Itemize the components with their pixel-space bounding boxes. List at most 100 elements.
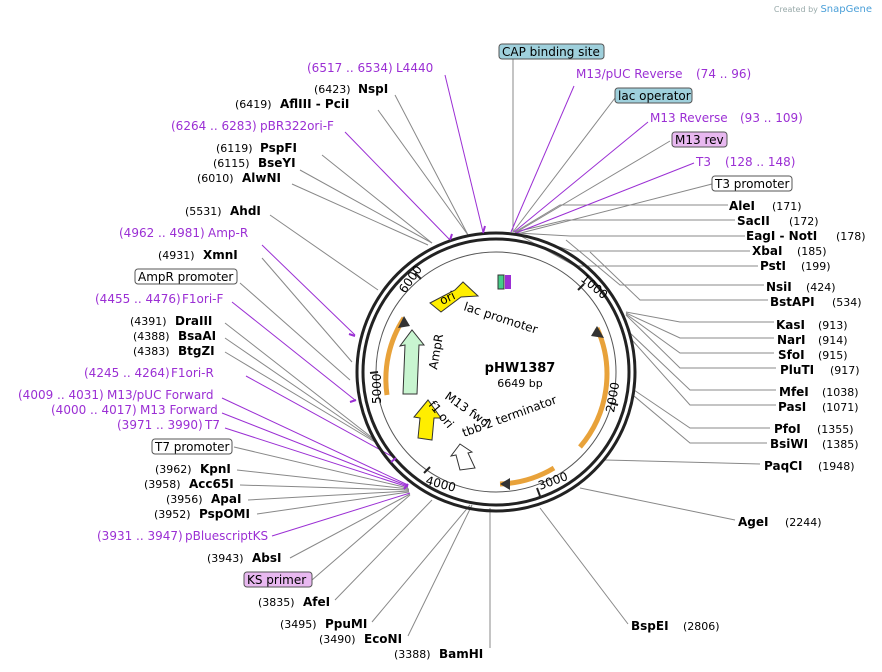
pos-afei: (3835): [258, 596, 295, 609]
pos-bstapi: (534): [832, 296, 862, 309]
ori-label: ori: [437, 288, 457, 307]
feature-m13-forward: M13 Forward: [140, 403, 218, 417]
primer-ticks: [348, 225, 486, 490]
enzyme-bamhi: BamHI: [439, 647, 483, 661]
feature-f1ori-f: F1ori-F: [182, 292, 223, 306]
pos-alei: (171): [772, 200, 802, 213]
ampr-promoter-box: [134, 268, 238, 285]
backbone-outer-ring: [355, 231, 637, 513]
cap-binding-box: [498, 43, 605, 60]
feature-ampr-promoter: AmpR promoter: [138, 270, 233, 284]
cap-binding-label: CAP binding site: [502, 45, 600, 59]
enzyme-paqci: PaqCI: [764, 459, 802, 473]
enzyme-kpni: KpnI: [200, 462, 231, 476]
feature-t7: T7: [204, 418, 220, 432]
pos-pfoi: (1355): [817, 423, 854, 436]
right-labels: AleI (171) SacII (172) EagI - NotI (178)…: [631, 199, 866, 633]
ori-arrow: [429, 281, 480, 313]
credit: Created by SnapGene: [774, 4, 872, 15]
enzyme-alei: AleI: [729, 199, 755, 213]
pos-pspomi: (3952): [154, 508, 191, 521]
pos-absi: (3943): [207, 552, 244, 565]
enzyme-econi: EcoNI: [364, 632, 402, 646]
t3-promoter-box: [711, 175, 793, 192]
tick-5000: 5000: [370, 373, 384, 404]
pos-m13-forward: (4000 .. 4017): [51, 403, 137, 417]
f1-ori-arrow: [413, 399, 442, 441]
pos-bseyi: (6115): [213, 157, 250, 170]
feature-amp-r: Amp-R: [208, 226, 248, 240]
pos-amp-r: (4962 .. 4981): [119, 226, 205, 240]
feature-m13-puc-forward: M13/pUC Forward: [107, 388, 214, 402]
pos-kpni: (3962): [155, 463, 192, 476]
enzyme-nari: NarI: [777, 333, 806, 347]
pos-afliii: (6419): [235, 98, 272, 111]
enzyme-xbai: XbaI: [752, 244, 782, 258]
pos-xbai: (185): [797, 245, 827, 258]
enzyme-agei: AgeI: [738, 515, 768, 529]
t3-promoter-label: T3 promoter: [714, 177, 790, 191]
m13-rev-box: [671, 131, 728, 148]
enzyme-pfoi: PfoI: [774, 422, 801, 436]
enzyme-psti: PstI: [760, 259, 786, 273]
ks-primer-box: [243, 571, 313, 588]
pos-nari: (914): [818, 334, 848, 347]
tbb2-terminator-arrow: [449, 443, 476, 471]
plasmid-name: pHW1387: [485, 361, 556, 376]
pos-eagi-noti: (178): [836, 230, 866, 243]
pos-bamhi: (3388): [394, 648, 431, 661]
enzyme-pluti: PluTI: [780, 363, 814, 377]
lac-operator-label: lac operator: [618, 89, 691, 103]
pos-xmni: (4931): [158, 249, 195, 262]
pos-l4440: (6517 .. 6534): [307, 61, 393, 75]
enzyme-afliii-pcii: AflIII - PciI: [280, 97, 349, 111]
pos-nsii: (424): [806, 281, 836, 294]
ampr-arrow: [398, 329, 426, 395]
enzyme-mfei: MfeI: [779, 385, 809, 399]
pos-mfei: (1038): [822, 386, 859, 399]
enzyme-bsaai: BsaAI: [178, 329, 216, 343]
enzyme-sacii: SacII: [737, 214, 770, 228]
pos-f1ori-r: (4245 .. 4264): [84, 366, 170, 380]
pos-psti: (199): [801, 260, 831, 273]
feature-pbluescriptks: pBluescriptKS: [185, 529, 268, 543]
lac-promoter-mark: [497, 274, 505, 290]
snapgene-brand: SnapGene: [820, 4, 872, 15]
pos-pluti: (917): [830, 364, 860, 377]
pos-bspei: (2806): [683, 620, 720, 633]
plasmid-size: 6649 bp: [497, 377, 542, 390]
pos-pbluescriptks: (3931 .. 3947): [97, 529, 183, 543]
enzyme-afei: AfeI: [303, 595, 330, 609]
m13-reverse-name: M13 Reverse: [650, 111, 728, 125]
pos-kasi: (913): [818, 319, 848, 332]
enzyme-bsiwi: BsiWI: [770, 437, 808, 451]
m13-puc-reverse-pos: (74 .. 96): [696, 67, 751, 81]
ampr-label: AmpR: [426, 333, 446, 371]
pos-f1ori-f: (4455 .. 4476): [95, 292, 181, 306]
enzyme-xmni: XmnI: [203, 248, 238, 262]
pos-agei: (2244): [785, 516, 822, 529]
enzyme-sfoi: SfoI: [778, 348, 805, 362]
pos-btgzi: (4383): [133, 345, 170, 358]
orf-arc-left: [383, 316, 407, 396]
enzyme-ahdi: AhdI: [230, 204, 261, 218]
primer-mark-top: [505, 275, 511, 289]
enzyme-acc65i: Acc65I: [189, 477, 234, 491]
pos-bsiwi: (1385): [822, 438, 859, 451]
pos-ppumi: (3495): [280, 618, 317, 631]
enzyme-eagi-noti: EagI - NotI: [746, 229, 817, 243]
feature-f1ori-r: F1ori-R: [171, 366, 214, 380]
pos-bsaai: (4388): [133, 330, 170, 343]
pos-t7: (3971 .. 3990): [117, 418, 203, 432]
enzyme-kasi: KasI: [776, 318, 805, 332]
enzyme-bstapi: BstAPI: [770, 295, 815, 309]
t3-name: T3: [695, 155, 711, 169]
t7-promoter-box: [151, 438, 233, 455]
pos-sfoi: (915): [818, 349, 848, 362]
feature-ks-primer: KS primer: [247, 573, 306, 587]
feature-l4440: L4440: [396, 61, 433, 75]
enzyme-apai: ApaI: [211, 492, 241, 506]
backbone-inner-ring: [361, 237, 631, 507]
enzyme-absi: AbsI: [252, 551, 281, 565]
